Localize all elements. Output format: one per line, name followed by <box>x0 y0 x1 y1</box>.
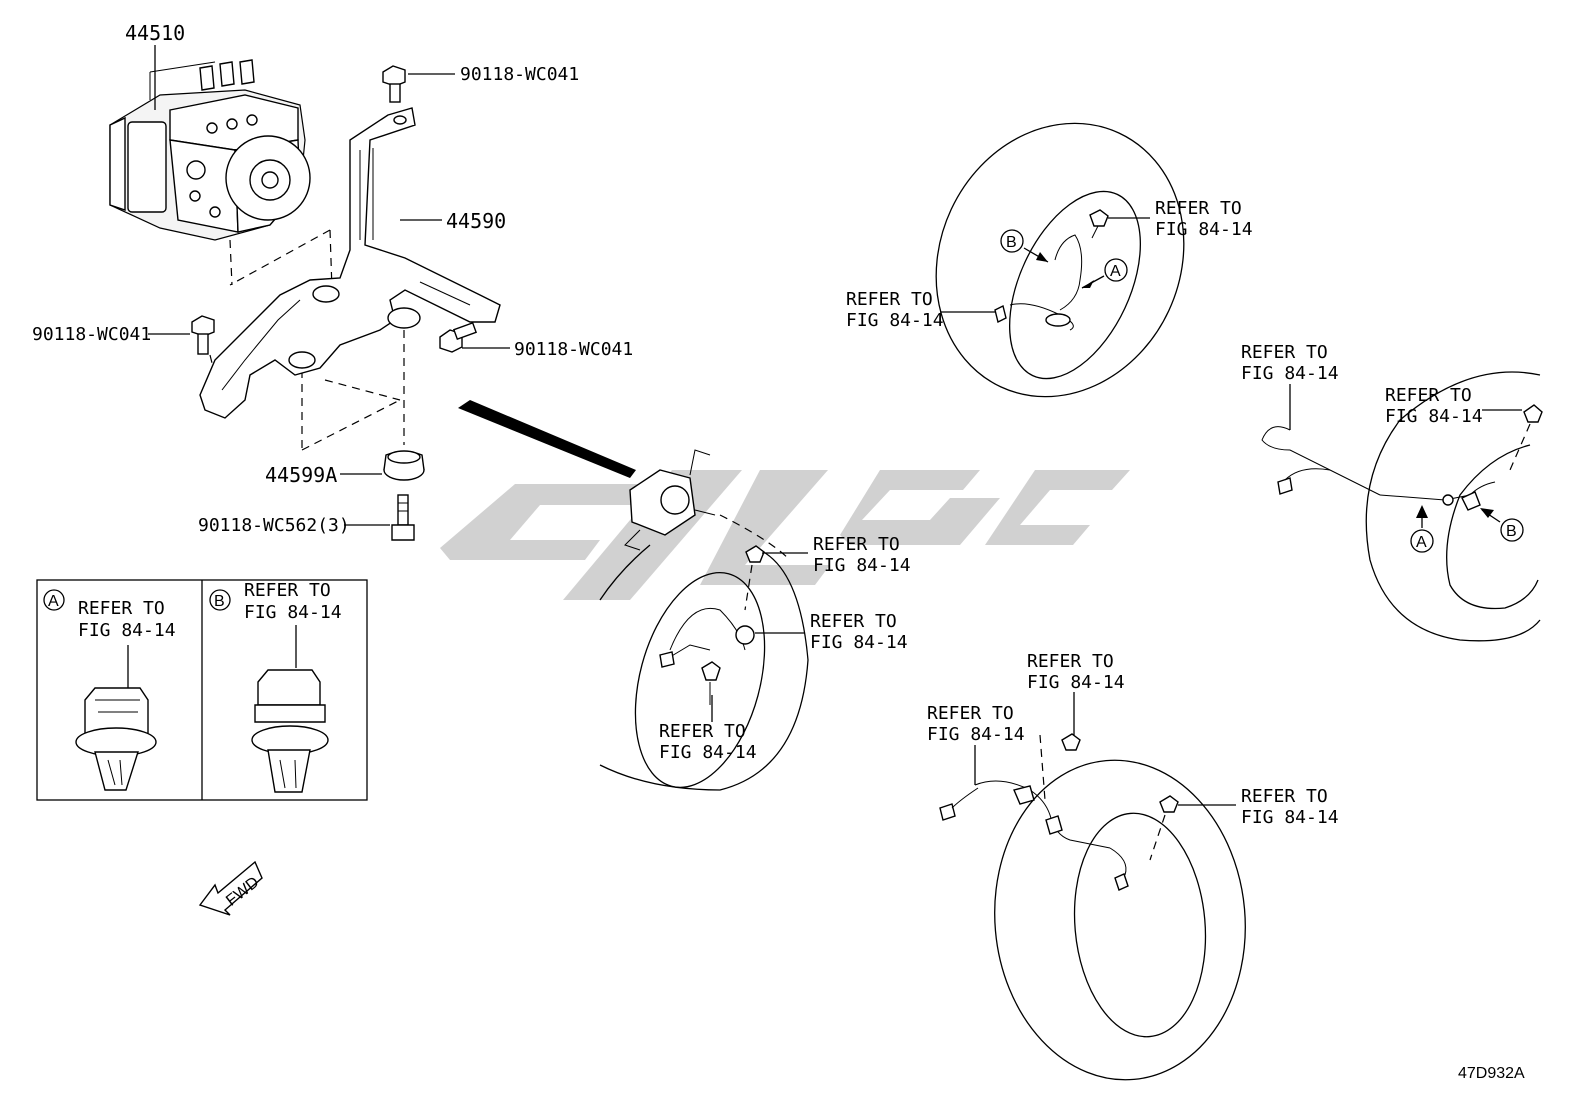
detail-a: A REFER TO FIG 84-14 <box>43 589 176 791</box>
wheel-front-right-icon <box>935 122 1185 398</box>
actuator-wire <box>599 544 651 601</box>
detail-a-refer-line2: FIG 84-14 <box>78 620 176 641</box>
fr-refer-2-line2: FIG 84-14 <box>846 310 944 331</box>
fr-callout-b-letter: B <box>1006 234 1017 251</box>
label-bolt-top: 90118-WC041 <box>460 64 579 85</box>
rl-refer-3-line2: FIG 84-14 <box>1241 807 1339 828</box>
rr-callout-a-letter: A <box>1416 534 1427 551</box>
detail-b-refer-line2: FIG 84-14 <box>244 602 342 623</box>
rl-refer-1-line1: REFER TO <box>1027 651 1114 672</box>
vehicle-actuator-icon <box>624 449 716 551</box>
clip-a-icon <box>75 687 157 791</box>
clip-b-icon <box>251 669 329 793</box>
label-bolt-right: 90118-WC041 <box>514 339 633 360</box>
bolt-left-icon <box>191 315 215 355</box>
fl-refer-2-line2: FIG 84-14 <box>810 632 908 653</box>
label-bolt-left: 90118-WC041 <box>32 324 151 345</box>
fl-refer-3-line2: FIG 84-14 <box>659 742 757 763</box>
callout-a-letter: A <box>48 593 59 610</box>
rr-refer-1-line2: FIG 84-14 <box>1241 363 1339 384</box>
fr-refer-2-line1: REFER TO <box>846 289 933 310</box>
leader-actuator-dashed <box>719 514 791 561</box>
fr-callout-a: A <box>1081 258 1128 289</box>
fl-refer-2-line1: REFER TO <box>810 611 897 632</box>
pointer-wedge <box>458 400 636 478</box>
bracket-icon <box>199 107 501 419</box>
fl-refer-1-line2: FIG 84-14 <box>813 555 911 576</box>
label-bolt-bottom: 90118-WC562(3) <box>198 515 350 536</box>
wheel-rear-left-icon <box>939 733 1246 1081</box>
bolt-top-icon <box>382 65 406 103</box>
fr-callout-a-letter: A <box>1110 263 1121 280</box>
detail-a-refer-line1: REFER TO <box>78 598 165 619</box>
fr-callout-b: B <box>1000 229 1049 263</box>
rl-refer-2-line1: REFER TO <box>927 703 1014 724</box>
rr-callout-b: B <box>1480 508 1524 542</box>
diagram-code: 47D932A <box>1458 1065 1525 1082</box>
rr-callout-b-letter: B <box>1506 523 1517 540</box>
fl-refer-3-line1: REFER TO <box>659 721 746 742</box>
rr-refer-2-line2: FIG 84-14 <box>1385 406 1483 427</box>
wheel-front-left-icon <box>599 545 809 791</box>
rl-refer-2-line2: FIG 84-14 <box>927 724 1025 745</box>
fr-refer-1-line1: REFER TO <box>1155 198 1242 219</box>
detail-b-refer-line1: REFER TO <box>244 580 331 601</box>
bolt-bottom-icon <box>391 494 415 541</box>
rr-callout-a: A <box>1410 505 1434 553</box>
bolt-right-icon <box>439 321 478 353</box>
detail-b: B REFER TO FIG 84-14 <box>209 580 342 793</box>
label-44510: 44510 <box>125 21 185 45</box>
rr-refer-2-line1: REFER TO <box>1385 385 1472 406</box>
cushion-icon <box>383 450 425 481</box>
callout-a-circle <box>43 589 65 611</box>
callout-b-letter: B <box>214 593 225 610</box>
callout-b-circle <box>209 589 231 611</box>
fwd-arrow-icon: FWD <box>198 860 263 916</box>
label-44590: 44590 <box>446 209 506 233</box>
wheel-rear-right-icon <box>1261 371 1543 642</box>
abs-actuator-icon <box>109 59 311 241</box>
rl-refer-1-line2: FIG 84-14 <box>1027 672 1125 693</box>
fl-refer-1-line1: REFER TO <box>813 534 900 555</box>
fr-refer-1-line2: FIG 84-14 <box>1155 219 1253 240</box>
rl-refer-3-line1: REFER TO <box>1241 786 1328 807</box>
detail-box <box>36 579 368 801</box>
watermark-logo <box>440 470 1130 600</box>
rr-refer-1-line1: REFER TO <box>1241 342 1328 363</box>
label-44599a: 44599A <box>265 463 337 487</box>
